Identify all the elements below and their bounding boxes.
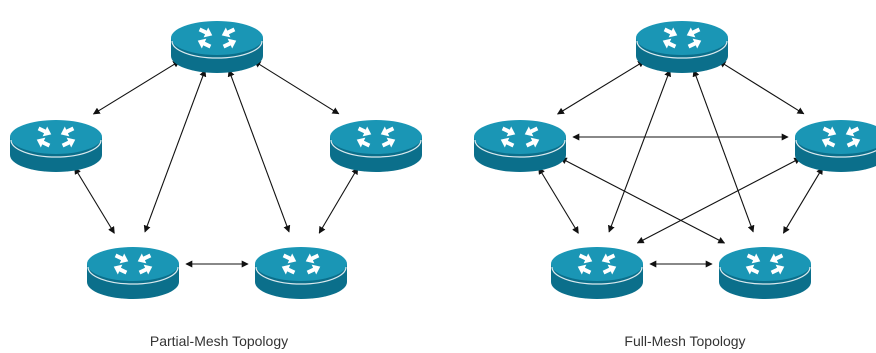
link-top-left <box>92 60 181 115</box>
link-top-bottom-left <box>143 69 207 233</box>
router-arrows-icon <box>356 126 396 148</box>
router-arrows-icon <box>821 126 861 148</box>
router-arrows-icon <box>36 126 76 148</box>
router-top-icon <box>636 21 728 73</box>
link-right-bottom-right <box>782 167 824 234</box>
router-bottom-right-icon <box>719 247 811 299</box>
router-top-icon <box>171 21 263 73</box>
router-bottom-right-icon <box>255 247 347 299</box>
router-arrows-icon <box>500 126 540 148</box>
router-left-icon <box>10 120 102 172</box>
router-arrows-icon <box>662 27 702 49</box>
link-right-bottom-right <box>318 167 359 234</box>
partial-mesh-diagram: Partial-Mesh Topology <box>10 21 422 349</box>
full-mesh-links <box>538 60 824 268</box>
router-left-icon <box>474 120 566 172</box>
link-left-bottom-right <box>559 157 726 244</box>
link-top-right <box>253 60 340 115</box>
full-mesh-caption: Full-Mesh Topology <box>624 333 745 349</box>
full-mesh-routers <box>474 21 876 299</box>
router-bottom-left-icon <box>87 247 179 299</box>
router-arrows-icon <box>281 253 321 275</box>
link-top-left <box>556 60 646 115</box>
full-mesh-diagram: Full-Mesh Topology <box>474 21 876 349</box>
link-top-bottom-left <box>608 69 671 233</box>
router-right-icon <box>795 120 876 172</box>
link-left-bottom-left <box>74 167 115 234</box>
link-top-bottom-right <box>227 69 291 233</box>
router-arrows-icon <box>197 27 237 49</box>
router-right-icon <box>330 120 422 172</box>
router-arrows-icon <box>113 253 153 275</box>
link-top-right <box>718 60 805 115</box>
link-top-bottom-right <box>692 69 755 233</box>
router-bottom-left-icon <box>551 247 643 299</box>
partial-mesh-caption: Partial-Mesh Topology <box>150 333 288 349</box>
router-arrows-icon <box>577 253 617 275</box>
partial-mesh-links <box>74 60 359 268</box>
link-left-bottom-left <box>538 167 579 234</box>
router-arrows-icon <box>745 253 785 275</box>
link-right-bottom-left <box>636 157 802 244</box>
partial-mesh-routers <box>10 21 422 299</box>
